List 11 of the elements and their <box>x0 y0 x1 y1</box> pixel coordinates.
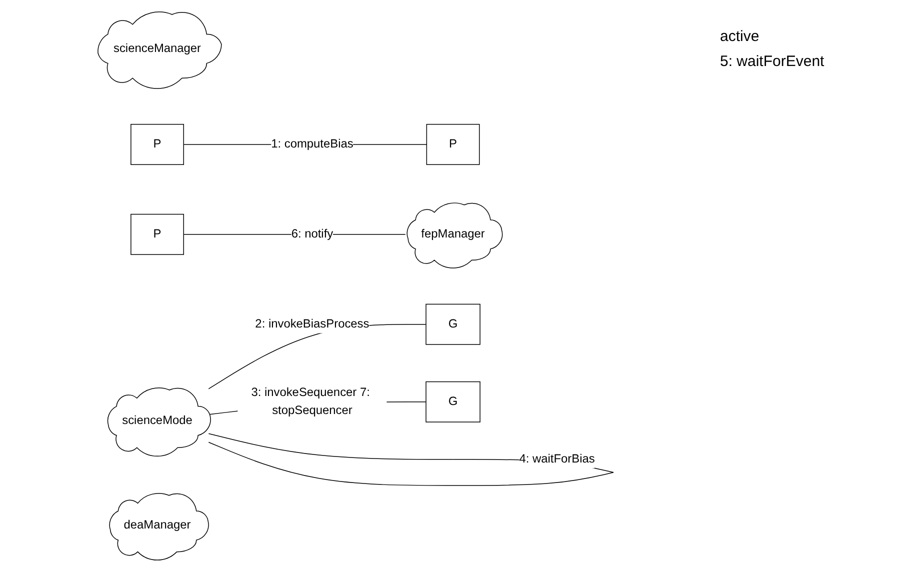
object-cloud: deaManager <box>109 492 210 560</box>
note-label: active <box>720 28 760 45</box>
port-box: P <box>426 123 480 164</box>
object-cloud: scienceManager <box>98 11 222 88</box>
object-cloud: fepManager <box>406 202 503 268</box>
port-box: G <box>426 303 481 344</box>
object-cloud: scienceMode <box>108 387 212 456</box>
port-box: G <box>426 380 481 422</box>
port-box: P <box>130 123 184 164</box>
port-box: P <box>130 213 184 254</box>
note-label: 5: waitForEvent <box>720 53 826 70</box>
